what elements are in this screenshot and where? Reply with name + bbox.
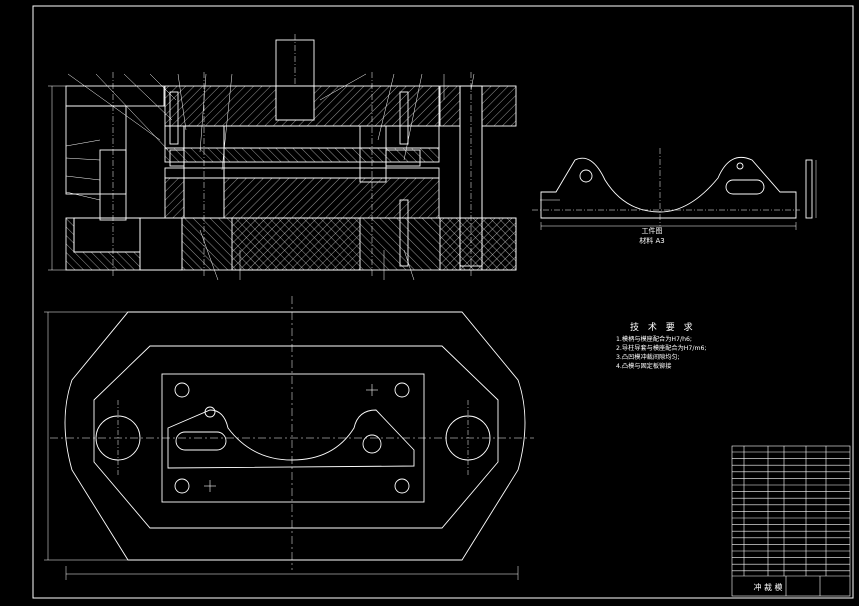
workpiece-material: 材料 A3 [639, 236, 664, 245]
tech-requirement-1: 1.模柄与模座配合为H7/h6; [616, 336, 693, 343]
parts-list-table [731, 445, 851, 597]
tech-requirements-title: 技 术 要 求 [630, 323, 696, 333]
tech-requirement-3: 3.凸凹模冲裁间隙均匀; [616, 354, 680, 361]
sheet-border [32, 5, 854, 599]
title-block-name: 冲 裁 模 [753, 582, 782, 592]
workpiece-title: 工件图 [642, 226, 663, 235]
section-view [48, 34, 517, 281]
tech-requirement-4: 4.凸模与固定板铆接 [616, 363, 672, 370]
tech-requirement-2: 2.导柱导套与模座配合为H7/m6; [616, 345, 707, 352]
plan-view [44, 296, 534, 580]
workpiece-view [532, 148, 817, 230]
technical-requirements: 技 术 要 求 1.模柄与模座配合为H7/h6; 2.导柱导套与模座配合为H7/… [616, 320, 736, 371]
